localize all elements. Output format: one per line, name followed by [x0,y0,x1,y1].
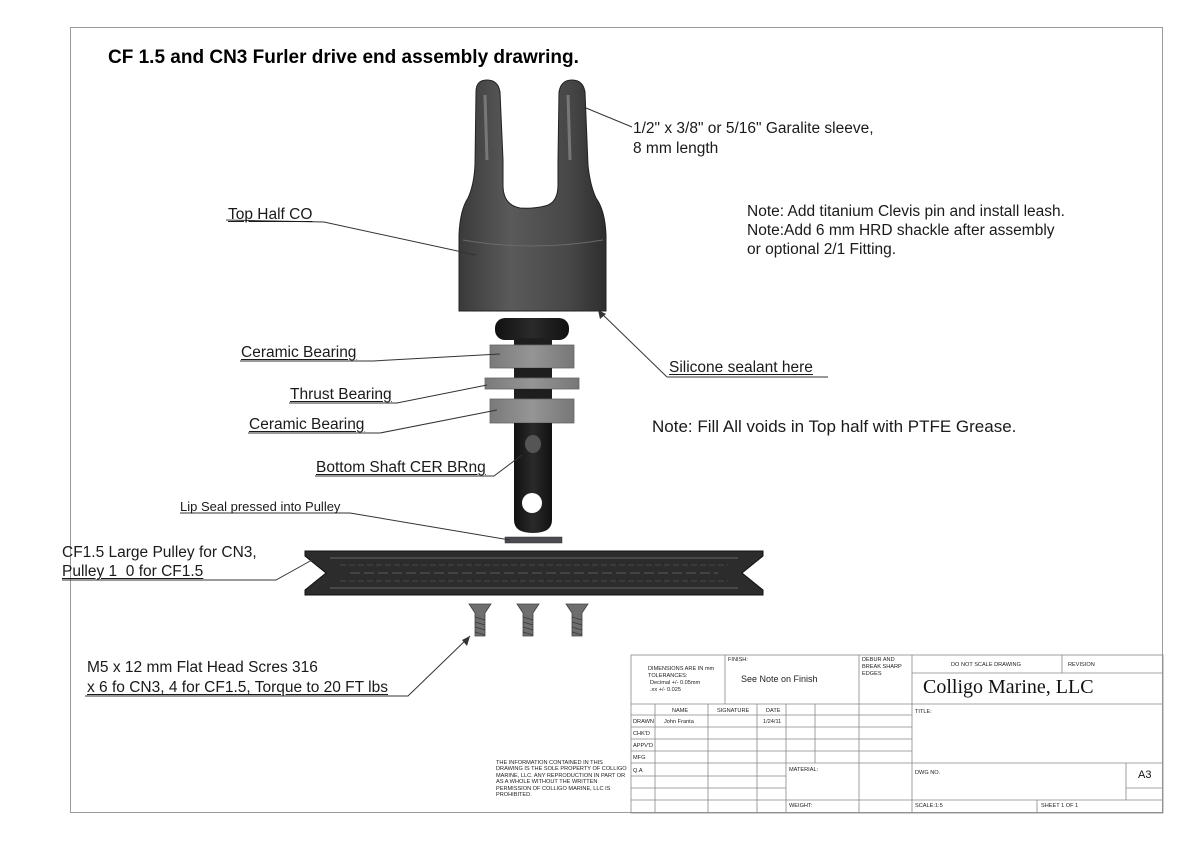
material-label: MATERIAL: [789,767,819,773]
sheet-size: A3 [1138,769,1152,781]
dimensions-line3: Decimal +/- 0.05mm [650,680,701,686]
debur-line3: EDGES [862,671,882,677]
drawn-name: John Franta [664,719,694,725]
note-shackle: Note:Add 6 mm HRD shackle after assembly [747,222,1055,239]
debur-line1: DEBUR AND [862,657,895,663]
drawing-border [70,27,1163,813]
ceramic-bearing-bottom-label: Ceramic Bearing [249,416,365,433]
do-not-scale: DO NOT SCALE DRAWING [951,662,1021,668]
ceramic-bearing-top-part [489,344,575,369]
screws-label-line1: M5 x 12 mm Flat Head Scres 316 [87,659,318,676]
row-chkd: CHK'D [633,731,650,737]
sheet-number: SHEET 1 OF 1 [1041,803,1079,809]
leader-lines [62,107,828,697]
col-signature: SIGNATURE [717,708,750,714]
company-name: Colligo Marine, LLC [923,676,1094,698]
silicone-label: Silicone sealant here [669,359,813,376]
title-block-grid [630,654,1164,814]
lip-seal-part [504,536,563,544]
thrust-bearing-label: Thrust Bearing [290,386,392,403]
top-half-co-part [458,79,607,312]
dimensions-line2: TOLERANCES: [648,673,688,679]
dwg-no-label: DWG NO. [915,770,941,776]
note-grease: Note: Fill All voids in Top half with PT… [652,417,1017,436]
row-qa: Q.A [633,768,643,774]
row-apprvd: APPV'D [633,743,654,749]
top-half-label: Top Half CO [228,206,313,223]
finish-label: FINISH: [728,657,748,663]
title-label: TITLE: [915,709,932,715]
weight-label: WEIGHT: [789,803,813,809]
pulley-label-line2: Pulley 1_0 for CF1.5 [62,563,204,580]
flat-head-screws-part [468,603,589,637]
revision-label: REVISION [1068,662,1095,668]
lip-seal-label: Lip Seal pressed into Pulley [180,499,341,514]
col-name: NAME [672,708,689,714]
proprietary-notice: THE INFORMATION CONTAINED IN THIS DRAWIN… [496,760,627,799]
debur-line2: BREAK SHARP [862,664,902,670]
finish-value: See Note on Finish [741,674,818,684]
thrust-bearing-part [484,377,580,390]
note-clevis: Note: Add titanium Clevis pin and instal… [747,203,1065,220]
drawn-date: 1/24/11 [763,719,782,725]
garalite-label-line1: 1/2" x 3/8" or 5/16" Garalite sleeve, [633,120,874,137]
pulley-part [304,550,764,596]
pulley-label-line1: CF1.5 Large Pulley for CN3, [62,544,257,561]
row-drawn: DRAWN [633,719,654,725]
scale-label: SCALE:1:5 [915,803,943,809]
ceramic-bearing-bottom-part [489,398,575,424]
dimensions-line4: .xx +/- 0.025 [650,687,681,693]
drawing-title: CF 1.5 and CN3 Furler drive end assembly… [108,47,579,68]
ceramic-bearing-top-label: Ceramic Bearing [241,344,357,361]
col-date: DATE [766,708,781,714]
row-mfg: MFG [633,755,646,761]
note-fitting: or optional 2/1 Fitting. [747,241,897,258]
dimensions-line1: DIMENSIONS ARE IN mm [648,666,715,672]
screws-label-line2: x 6 fo CN3, 4 for CF1.5, Torque to 20 FT… [87,679,388,696]
bottom-shaft-part [514,423,552,533]
garalite-label-line2: 8 mm length [633,140,719,157]
bottom-shaft-label: Bottom Shaft CER BRng [316,459,486,476]
